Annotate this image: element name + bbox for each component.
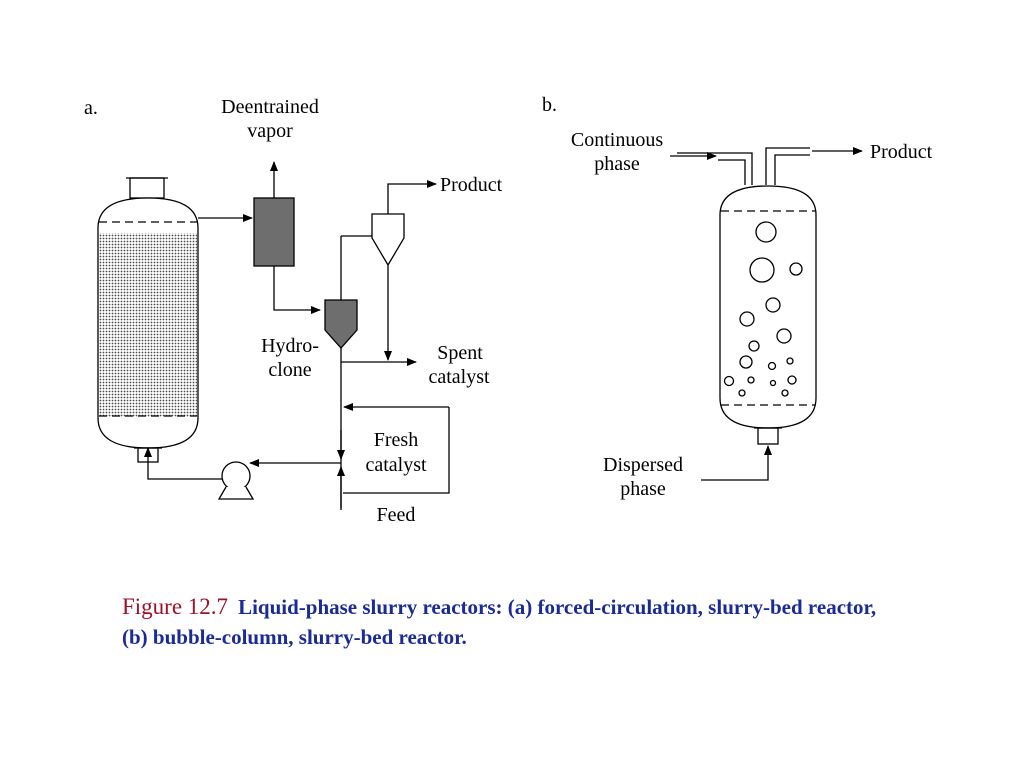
product-outlet bbox=[765, 147, 863, 185]
hydroclone bbox=[324, 299, 358, 349]
continuous-phase-label-line1: Continuous bbox=[571, 129, 663, 151]
caption-text: Liquid-phase slurry reactors: (a) forced… bbox=[122, 595, 877, 649]
product-label-b: Product bbox=[870, 141, 933, 163]
hydroclone-label-line1: Hydro- bbox=[261, 335, 319, 357]
pump bbox=[217, 461, 255, 500]
continuous-phase-label-line2: phase bbox=[594, 153, 640, 175]
catalyst-slurry-bed bbox=[99, 233, 197, 417]
product-label-a: Product bbox=[440, 174, 503, 196]
spent-catalyst-label-line1: Spent bbox=[437, 342, 483, 364]
feed-label: Feed bbox=[377, 504, 416, 526]
product-cyclone bbox=[371, 213, 405, 267]
fresh-catalyst-label-line2: catalyst bbox=[365, 454, 427, 476]
figure-label: Figure 12.7 bbox=[122, 594, 229, 619]
deentrained-vapor-label-line1: Deentrained bbox=[221, 96, 319, 118]
dispersed-phase-label-line2: phase bbox=[620, 478, 666, 500]
bubbles bbox=[723, 221, 803, 397]
slurry-bed-reactor bbox=[97, 177, 199, 463]
fresh-catalyst-label-line1: Fresh bbox=[374, 429, 418, 451]
hydroclone-label-line2: clone bbox=[268, 359, 311, 381]
panel-a-label: a. bbox=[84, 97, 98, 119]
panel-b-label: b. bbox=[542, 94, 557, 116]
panel-b bbox=[670, 147, 863, 481]
vapor-separator bbox=[253, 197, 295, 267]
deentrained-vapor-label-line2: vapor bbox=[247, 120, 293, 142]
spent-catalyst-label-line2: catalyst bbox=[428, 366, 490, 388]
panel-a bbox=[97, 161, 450, 510]
dispersed-phase-label-line1: Dispersed bbox=[603, 454, 683, 476]
continuous-phase-inlet bbox=[670, 152, 753, 185]
